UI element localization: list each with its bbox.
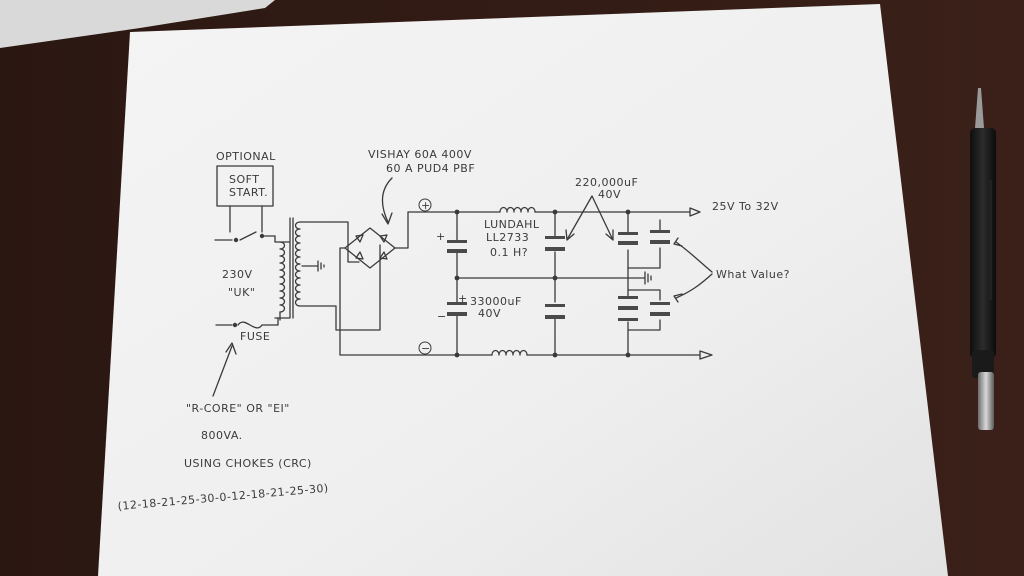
minus-terminal: − [421, 342, 431, 355]
paper-sheet [98, 4, 948, 576]
core-label: "R-CORE" OR "EI" [186, 402, 290, 415]
bridge-rectifier [344, 227, 396, 269]
binder-corner [0, 0, 275, 48]
output-voltage-label: 25V To 32V [712, 200, 779, 213]
choke-top [499, 206, 536, 213]
cap-220000-label-2: 40V [598, 188, 621, 201]
cap-33000-label-1: 33000uF [470, 295, 522, 308]
lundahl-label-1: LUNDAHL [484, 218, 540, 231]
optional-label: OPTIONAL [216, 150, 276, 163]
chokes-label: USING CHOKES (CRC) [184, 457, 312, 470]
soft-start-box [216, 165, 274, 207]
voltage-230-label: 230V [222, 268, 253, 281]
secondary-winding [294, 221, 301, 307]
choke-bottom [491, 349, 528, 356]
cap2-plus: + [458, 292, 468, 305]
soft-start-label-2: START. [229, 186, 268, 199]
cap-220000-label-1: 220,000uF [575, 176, 638, 189]
cap1-plus: + [436, 230, 446, 243]
vishay-label-2: 60 A PUD4 PBF [386, 162, 475, 175]
cap-33000-label-2: 40V [478, 307, 501, 320]
va-label: 800VA. [201, 429, 243, 442]
soft-start-label-1: SOFT [229, 173, 260, 186]
uk-label: "UK" [228, 286, 255, 299]
plus-terminal: + [421, 199, 431, 212]
vishay-label-1: VISHAY 60A 400V [368, 148, 472, 161]
pencil [970, 88, 996, 430]
lundahl-label-2: LL2733 [486, 231, 529, 244]
lundahl-label-3: 0.1 H? [490, 246, 528, 259]
fuse-label: FUSE [240, 330, 270, 343]
primary-winding [279, 241, 286, 313]
cap2-minus: − [437, 310, 447, 323]
schematic: OPTIONAL SOFT START. FUSE [117, 148, 790, 513]
what-value-label: What Value? [716, 268, 790, 281]
